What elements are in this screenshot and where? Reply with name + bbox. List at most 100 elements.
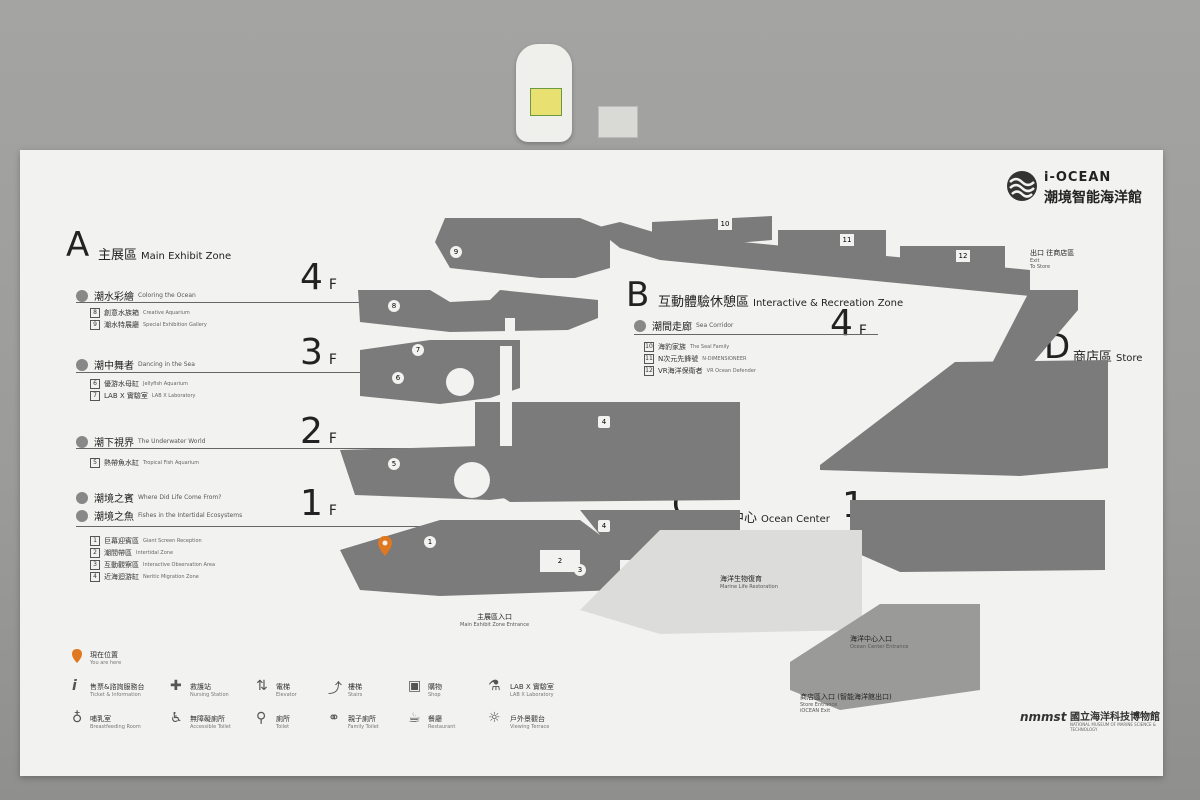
a2-column — [500, 346, 512, 446]
map-marker-4-2f: 4 — [598, 416, 610, 428]
item-11-zh: N次元先鋒號 — [658, 355, 699, 363]
legend-shop-zh: 購物 — [428, 683, 442, 691]
b-room-10 — [652, 216, 772, 250]
item-4-num: 4 — [90, 572, 100, 582]
wall-outlet-plate — [598, 106, 638, 138]
map-marker-7: 7 — [412, 344, 424, 356]
section-corridor-zh: 潮間走廊 — [652, 322, 692, 333]
restaurant-icon: ☕ — [408, 710, 421, 726]
oc-entrance-zh: 海洋中心入口 — [850, 635, 892, 643]
exit-en: Exit — [1030, 258, 1040, 264]
map-marker-11: 11 — [840, 234, 854, 246]
legend-elevator-zh: 電梯 — [276, 683, 290, 691]
store-entrance-en2: iOCEAN Exit — [800, 708, 831, 714]
section-dancing-zh: 潮中舞者 — [94, 361, 134, 372]
item-11-num: 11 — [644, 354, 654, 364]
legend-info-en: Ticket & Information — [90, 692, 141, 698]
item-2-zh: 潮間帶區 — [104, 549, 132, 557]
zone-b-en: Interactive & Recreation Zone — [753, 298, 904, 309]
section-icon — [76, 289, 88, 302]
map-marker-3: 3 — [574, 564, 586, 576]
a3-tank — [446, 368, 474, 396]
legend-family-zh: 親子廁所 — [348, 715, 376, 723]
map-marker-4-1f: 4 — [598, 520, 610, 532]
stairs-icon: ⤴ — [328, 681, 342, 697]
zone-d-en: Store — [1116, 353, 1143, 364]
family-toilet-icon: ⚭ — [328, 710, 340, 726]
legend-stairs-en: Stairs — [348, 692, 363, 698]
item-12-en: VR Ocean Defender — [706, 368, 756, 374]
item-9-en: Special Exhibition Gallery — [143, 322, 207, 328]
wave-logo-icon — [1007, 171, 1037, 201]
terrace-icon: ☼ — [488, 710, 501, 726]
nmmst-logo-mark: nmmst — [1020, 710, 1067, 724]
logo-bottom-text: 潮境智能海洋館 — [1044, 190, 1142, 206]
sensor-sticker — [530, 88, 562, 116]
floor-a2-suffix: F — [328, 431, 337, 447]
legend-restaurant-en: Restaurant — [428, 724, 456, 730]
legend-family-en: Family Toilet — [348, 724, 379, 730]
item-9: 9 潮水特展廳 Special Exhibition Gallery — [90, 320, 207, 330]
item-9-num: 9 — [90, 320, 100, 330]
section-fishes-zh: 潮境之魚 — [94, 512, 134, 523]
c-lower-plate — [790, 604, 980, 710]
accessible-icon: ♿ — [170, 710, 183, 726]
b-room-12 — [900, 246, 1005, 278]
section-life-zh: 潮境之賓 — [94, 494, 134, 505]
legend-toilet-zh: 廁所 — [276, 715, 290, 723]
section-dancing-en: Dancing in the Sea — [138, 361, 195, 368]
floor-a3-rule — [76, 372, 416, 373]
item-8-en: Creative Aquarium — [143, 310, 190, 316]
museum-name-zh: 國立海洋科技博物館 — [1070, 712, 1160, 723]
floor-a4-rule — [76, 302, 416, 303]
section-icon — [76, 435, 88, 448]
section-life-en: Where Did Life Come From? — [138, 494, 222, 501]
item-10-num: 10 — [644, 342, 654, 352]
legend-breast-zh: 哺乳室 — [90, 715, 111, 723]
a2-floor-plate — [340, 446, 530, 500]
marine-en: Marine Life Restoration — [720, 584, 778, 590]
a3-floor-plate — [360, 340, 520, 404]
item-12-zh: VR海洋保衛者 — [658, 367, 703, 375]
legend-here-icon — [72, 648, 82, 667]
legend-toilet-en: Toilet — [276, 724, 290, 730]
floor-a1-suffix: F — [328, 503, 337, 519]
item-9-zh: 潮水特展廳 — [104, 321, 139, 329]
item-5-zh: 熱帶魚水缸 — [104, 459, 139, 467]
floor-b4-suffix: F — [858, 323, 867, 339]
item-4-zh: 近海迴游缸 — [104, 573, 139, 581]
floor-a4-suffix: F — [328, 277, 337, 293]
section-coloring-en: Coloring the Ocean — [138, 292, 196, 299]
legend-nursing-zh: 救護站 — [190, 683, 211, 691]
exit-en2: To Store — [1030, 264, 1051, 270]
i-ocean-logo — [1005, 170, 1039, 206]
map-marker-9: 9 — [450, 246, 462, 258]
shop-bag-icon: ▣ — [408, 678, 422, 694]
floor-a1-num: 1 — [300, 483, 323, 524]
item-12-num: 12 — [644, 366, 654, 376]
section-icon — [76, 491, 88, 504]
legend-elevator-en: Elevator — [276, 692, 297, 698]
a2-tank — [454, 462, 490, 498]
c-upper-plate — [850, 500, 1105, 572]
legend-info-zh: 售票&諮詢服務台 — [90, 683, 145, 691]
